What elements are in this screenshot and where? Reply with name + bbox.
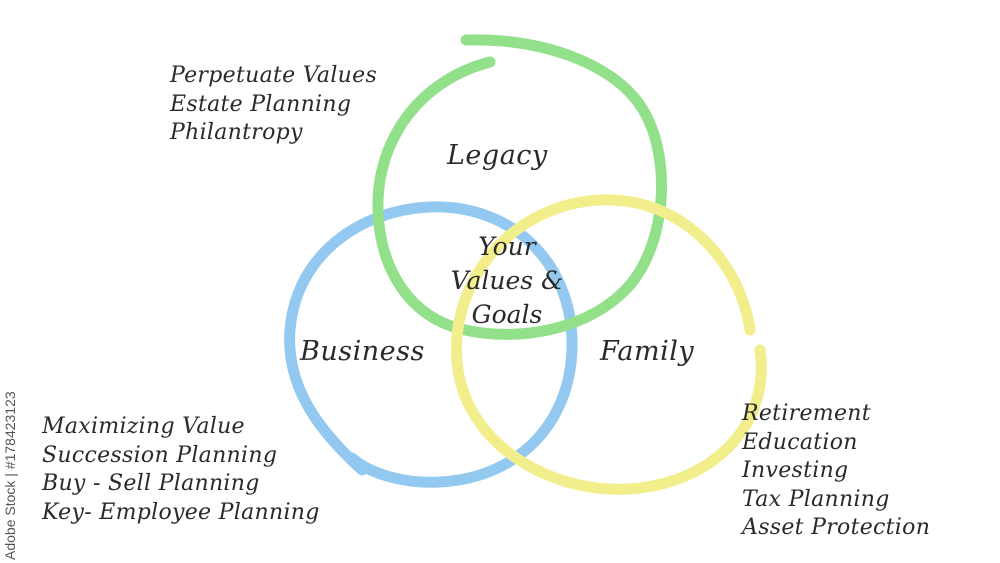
list-item: Philantropy bbox=[170, 120, 303, 145]
list-item: Perpetuate Values bbox=[170, 63, 378, 88]
family-label: Family bbox=[600, 336, 695, 367]
list-item: Succession Planning bbox=[42, 442, 278, 468]
stock-watermark: Adobe Stock | #178423123 bbox=[2, 391, 18, 560]
center-label-line: Values & bbox=[450, 266, 564, 295]
list-item: Retirement bbox=[742, 401, 871, 426]
list-item: Key- Employee Planning bbox=[42, 499, 320, 525]
list-item: Asset Protection bbox=[742, 515, 931, 540]
list-item: Maximizing Value bbox=[42, 414, 245, 439]
legacy-circle bbox=[372, 34, 667, 340]
list-item: Buy - Sell Planning bbox=[42, 471, 260, 496]
family-circle bbox=[451, 194, 767, 495]
center-label: Your Values & Goals bbox=[432, 230, 582, 332]
list-item: Investing bbox=[742, 458, 849, 483]
center-label-line: Goals bbox=[471, 300, 543, 329]
business-label: Business bbox=[300, 336, 425, 367]
list-item: Estate Planning bbox=[170, 91, 352, 117]
legacy-label: Legacy bbox=[447, 140, 548, 171]
business-items-list: Maximizing Value Succession Planning Buy… bbox=[42, 413, 320, 527]
center-label-line: Your bbox=[478, 232, 536, 261]
legacy-items-list: Perpetuate Values Estate Planning Philan… bbox=[170, 62, 377, 148]
list-item: Education bbox=[742, 429, 858, 455]
list-item: Tax Planning bbox=[742, 486, 890, 512]
family-items-list: Retirement Education Investing Tax Plann… bbox=[742, 400, 930, 543]
